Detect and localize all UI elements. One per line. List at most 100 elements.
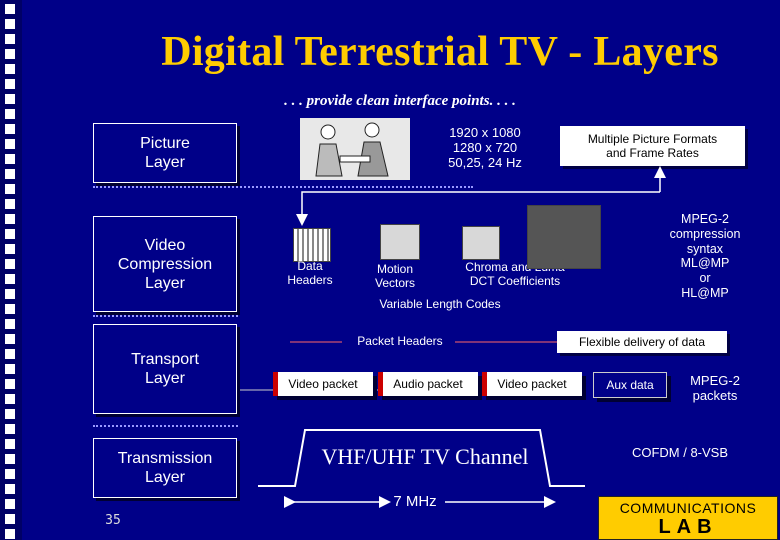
motion-vectors-thumbnail-icon — [380, 224, 420, 260]
video-layer-label: Video — [144, 236, 186, 254]
separator-line — [93, 425, 238, 427]
page-number: 35 — [105, 513, 121, 528]
data-headers-thumbnail-icon — [293, 228, 331, 262]
film-hole — [5, 259, 15, 269]
frame-rate-text: 50,25, 24 Hz — [448, 155, 522, 170]
film-hole — [5, 529, 15, 539]
video-compression-layer-box: Video Compression Layer — [93, 216, 237, 312]
mpeg2-syntax-text: ML@MP — [680, 256, 730, 271]
mpeg2-syntax-text: or — [699, 271, 711, 286]
picture-formats-box: Multiple Picture Formats and Frame Rates — [560, 126, 745, 166]
bandwidth-text: 7 MHz — [393, 493, 437, 510]
flexible-delivery-box: Flexible delivery of data — [557, 331, 727, 353]
mpeg2-syntax-text: MPEG-2 — [681, 212, 729, 226]
film-hole — [5, 4, 15, 14]
film-hole — [5, 124, 15, 134]
mpeg2-packets-text: packets — [692, 388, 738, 403]
film-hole — [5, 274, 15, 284]
video-packet-label: Video packet — [497, 377, 567, 391]
variable-length-codes-text: Variable Length Codes — [379, 297, 501, 311]
transmission-layer-label: Transmission — [117, 450, 213, 467]
film-hole — [5, 409, 15, 419]
mpeg2-packets-text: MPEG-2 — [690, 373, 740, 388]
film-hole — [5, 169, 15, 179]
film-hole — [5, 139, 15, 149]
chroma-luma-thumbnail-icon — [462, 226, 500, 260]
film-hole — [5, 484, 15, 494]
film-hole — [5, 199, 15, 209]
separator-line — [93, 315, 238, 317]
picture-layer-label: Picture — [140, 135, 190, 152]
audio-packet-label: Audio packet — [393, 377, 463, 391]
film-hole — [5, 469, 15, 479]
transport-layer-label: Transport — [131, 351, 199, 368]
data-headers-text: Headers — [287, 273, 333, 287]
transport-layer-label: Layer — [144, 370, 186, 387]
film-hole — [5, 499, 15, 509]
audio-packet: Audio packet — [378, 372, 478, 396]
communications-lab-logo: COMMUNICATIONS LAB — [598, 496, 778, 540]
film-hole — [5, 79, 15, 89]
video-layer-label: Layer — [144, 274, 185, 292]
film-hole — [5, 334, 15, 344]
resolution-text: 1920 x 1080 — [449, 125, 521, 140]
aux-data-packet: Aux data — [593, 372, 667, 398]
film-hole — [5, 244, 15, 254]
film-hole — [5, 319, 15, 329]
film-hole — [5, 349, 15, 359]
film-hole — [5, 439, 15, 449]
film-hole — [5, 454, 15, 464]
packet-header-marker — [273, 372, 278, 396]
tv-channel-text: VHF/UHF TV Channel — [321, 444, 529, 469]
data-headers-text: Data — [297, 259, 323, 273]
aux-data-label: Aux data — [606, 378, 654, 392]
picture-formats-text: Multiple Picture Formats — [587, 132, 718, 146]
film-hole — [5, 214, 15, 224]
film-hole — [5, 394, 15, 404]
film-hole — [5, 424, 15, 434]
film-hole — [5, 154, 15, 164]
film-hole — [5, 34, 15, 44]
mpeg2-syntax-text: compression — [669, 226, 741, 241]
film-hole — [5, 64, 15, 74]
motion-vectors-text: Vectors — [374, 276, 416, 290]
transport-layer-box: Transport Layer — [93, 324, 237, 414]
picture-layer-label: Layer — [144, 154, 185, 171]
film-hole — [5, 379, 15, 389]
mpeg2-syntax-text: syntax — [686, 241, 724, 256]
dct-coefficients-text: DCT Coefficients — [469, 274, 561, 288]
packet-header-marker — [482, 372, 487, 396]
logo-text: LAB — [658, 516, 718, 538]
video-packet: Video packet — [273, 372, 373, 396]
logo-text: COMMUNICATIONS — [619, 500, 757, 516]
picture-layer-box: Picture Layer — [93, 123, 237, 183]
film-hole — [5, 364, 15, 374]
mpeg2-syntax-text: HL@MP — [681, 285, 729, 300]
video-packet-label: Video packet — [288, 377, 358, 391]
people-illustration-icon — [300, 118, 410, 180]
packet-headers-text: Packet Headers — [357, 334, 443, 348]
video-packet: Video packet — [482, 372, 582, 396]
film-hole — [5, 514, 15, 524]
film-strip — [0, 0, 22, 540]
picture-thumbnail-icon — [527, 205, 601, 269]
resolution-text: 1280 x 720 — [452, 140, 518, 155]
film-hole — [5, 19, 15, 29]
video-layer-label: Compression — [117, 255, 213, 273]
film-hole — [5, 184, 15, 194]
modulation-text: COFDM / 8-VSB — [631, 445, 729, 460]
film-hole — [5, 304, 15, 314]
packet-header-marker — [378, 372, 383, 396]
transmission-layer-box: Transmission Layer — [93, 438, 237, 498]
page-title: Digital Terrestrial TV - Layers — [161, 29, 719, 75]
film-hole — [5, 49, 15, 59]
separator-line — [93, 186, 473, 188]
transmission-layer-label: Layer — [144, 469, 185, 486]
film-hole — [5, 94, 15, 104]
film-hole — [5, 229, 15, 239]
flexible-delivery-text: Flexible delivery of data — [578, 335, 706, 349]
picture-formats-text: and Frame Rates — [606, 146, 699, 160]
film-hole — [5, 109, 15, 119]
page-subtitle: . . . provide clean interface points. . … — [284, 93, 516, 109]
film-hole — [5, 289, 15, 299]
